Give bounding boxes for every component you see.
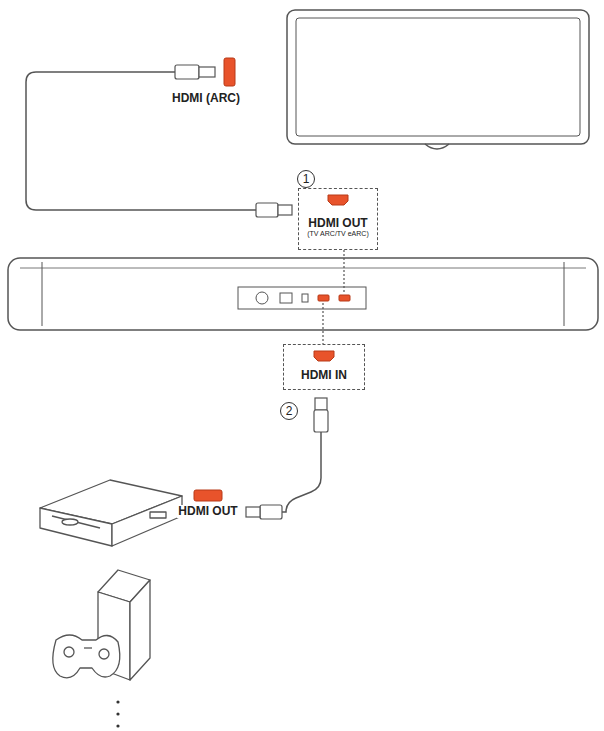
- hdmi-port: [224, 58, 235, 86]
- hdmi-plug: [175, 65, 292, 217]
- hdmi-in-port: [318, 295, 329, 301]
- port-callout-box: HDMI IN: [283, 344, 365, 390]
- port-label: HDMI (ARC): [171, 92, 241, 105]
- port-label: HDMI OUT: [177, 505, 238, 518]
- hdmi-out-port: [339, 295, 350, 301]
- hdmi-port: [194, 490, 222, 501]
- hdmi-cable: [282, 432, 321, 512]
- callout-digit: 1: [303, 173, 310, 185]
- tv: [287, 10, 589, 149]
- callout-number: 1: [297, 170, 315, 188]
- leader-line: [323, 250, 344, 344]
- game-console: [53, 570, 150, 680]
- hdmi-port-icon: [313, 350, 335, 362]
- hdmi-cable: [26, 72, 256, 210]
- port-name: (TV ARC/TV eARC): [307, 230, 368, 238]
- callout-number: 2: [280, 402, 298, 420]
- soundbar: [8, 258, 598, 330]
- port-name: HDMI OUT: [308, 217, 367, 230]
- callout-digit: 2: [286, 405, 293, 417]
- port-callout-box: HDMI OUT(TV ARC/TV eARC): [298, 188, 378, 250]
- more-dots: [116, 700, 119, 727]
- hdmi-plug: [246, 398, 328, 519]
- port-name: HDMI IN: [301, 369, 347, 382]
- disc-player: [40, 480, 182, 546]
- hdmi-port-icon: [327, 194, 349, 206]
